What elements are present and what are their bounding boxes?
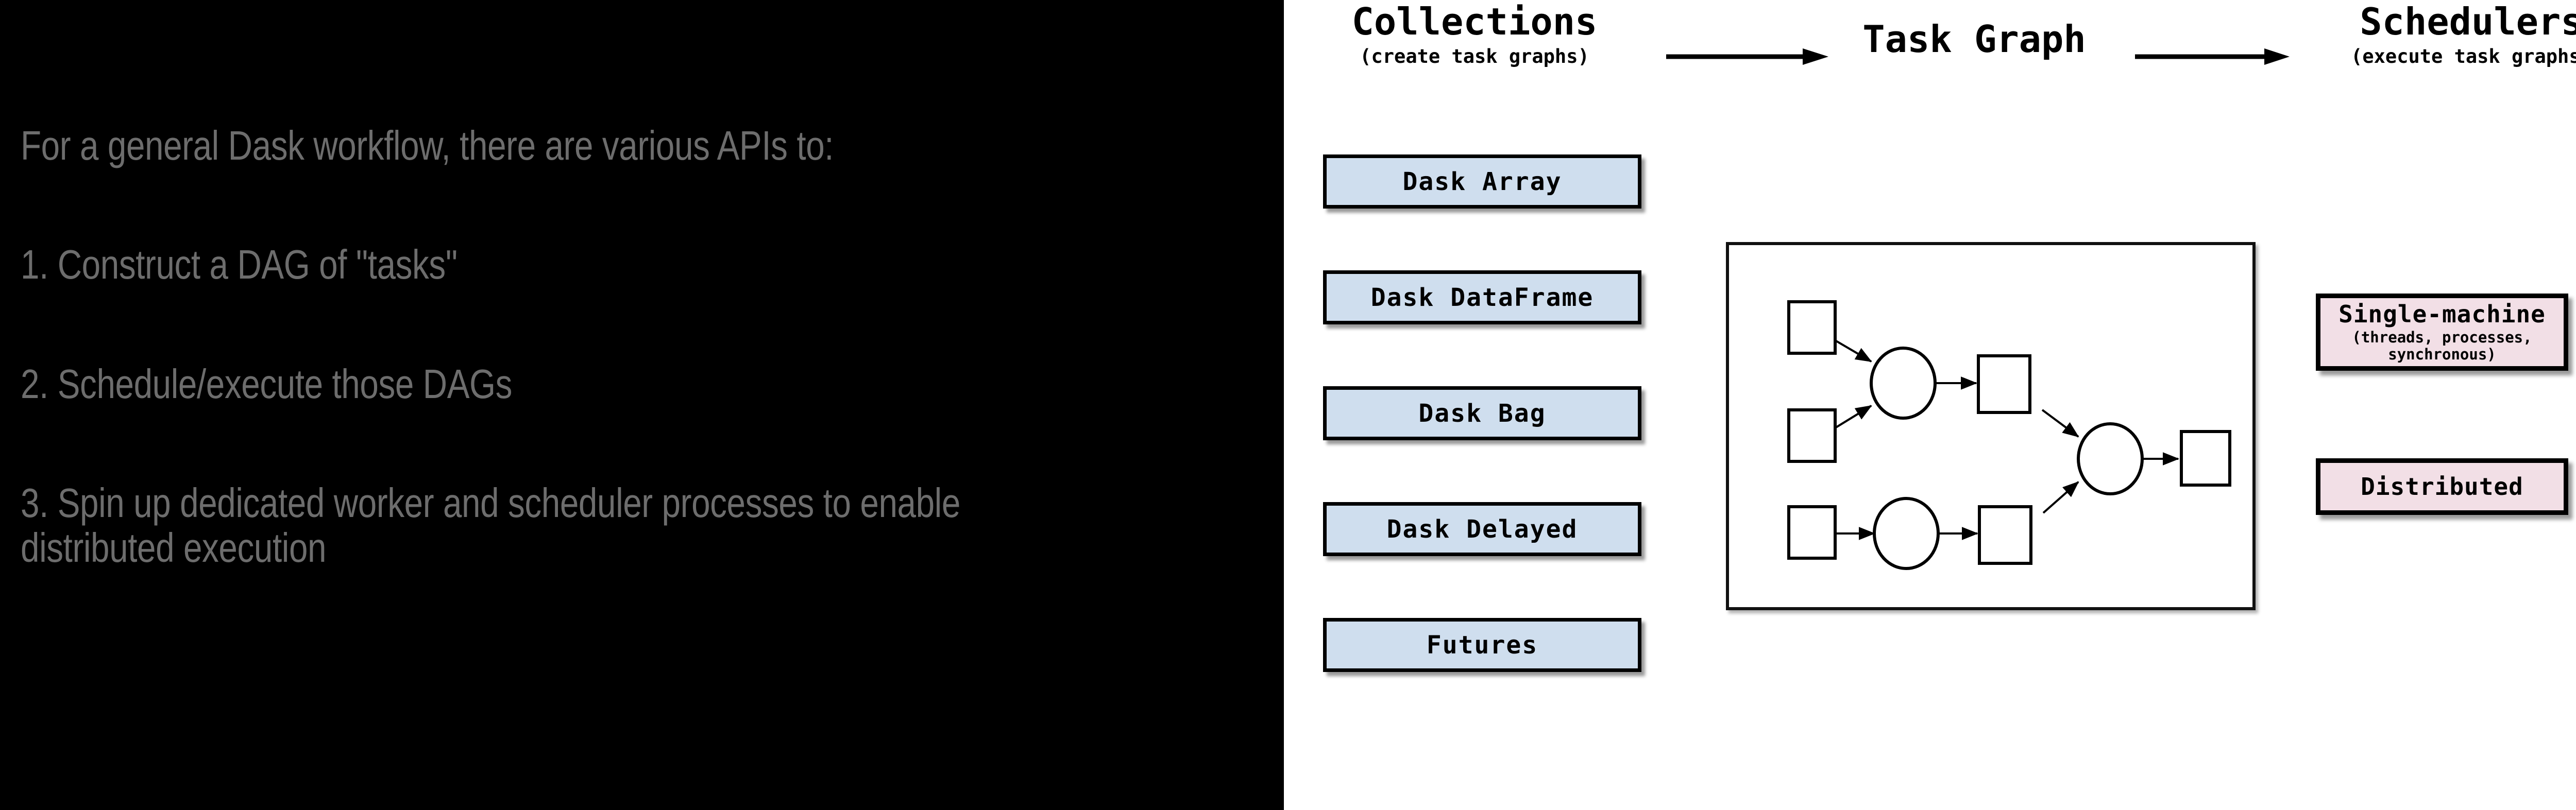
spacer — [21, 168, 1035, 243]
header-collections-subtitle: (create task graphs) — [1360, 45, 1589, 67]
collection-box-dask-array[interactable]: Dask Array — [1323, 154, 1641, 209]
header-task-graph: Task Graph — [1830, 21, 2119, 58]
header-task-graph-title: Task Graph — [1862, 18, 2086, 61]
scheduler-single-machine-title: Single-machine — [2338, 300, 2546, 328]
dag-node-mid1 — [1977, 354, 2031, 414]
header-collections: Collections (create task graphs) — [1294, 3, 1655, 66]
scheduler-single-machine-sub-2: synchronous) — [2388, 345, 2496, 363]
dag-node-in3 — [1787, 505, 1837, 560]
intro-line: For a general Dask workflow, there are v… — [21, 123, 834, 168]
dag-node-in1 — [1787, 300, 1837, 355]
dag-node-in2 — [1787, 408, 1837, 463]
spacer — [21, 287, 1035, 362]
collection-box-dask-delayed[interactable]: Dask Delayed — [1323, 502, 1641, 556]
collection-box-futures[interactable]: Futures — [1323, 618, 1641, 672]
header-schedulers-title: Schedulers — [2360, 0, 2576, 43]
collection-box-dask-bag[interactable]: Dask Bag — [1323, 386, 1641, 440]
header-schedulers: Schedulers (execute task graphs) — [2289, 3, 2576, 66]
list-item-2: 2. Schedule/execute those DAGs — [21, 360, 513, 407]
collection-box-dask-dataframe[interactable]: Dask DataFrame — [1323, 270, 1641, 324]
list-item-1: 1. Construct a DAG of "tasks" — [21, 242, 457, 288]
scheduler-box-distributed[interactable]: Distributed — [2316, 458, 2568, 515]
arrow-taskgraph-to-schedulers-icon — [2135, 46, 2290, 67]
task-graph-panel — [1726, 242, 2256, 610]
task-graph-dag — [1787, 300, 2231, 570]
dag-node-mid2 — [1978, 505, 2032, 565]
left-text-panel: For a general Dask workflow, there are v… — [0, 0, 1284, 810]
dag-node-out1 — [2180, 430, 2231, 487]
slide-body-text: For a general Dask workflow, there are v… — [21, 123, 1035, 571]
scheduler-single-machine-sub-1: (threads, processes, — [2352, 329, 2532, 347]
dask-architecture-diagram: Collections (create task graphs) Task Gr… — [1284, 0, 2576, 810]
dag-node-op1 — [1870, 347, 1937, 420]
scheduler-box-single-machine[interactable]: Single-machine (threads, processes, sync… — [2316, 294, 2568, 371]
dag-node-op2 — [1873, 497, 1940, 570]
spacer — [21, 406, 1035, 481]
scheduler-distributed-title: Distributed — [2361, 472, 2523, 501]
list-item-3: 3. Spin up dedicated worker and schedule… — [21, 480, 960, 571]
header-collections-title: Collections — [1351, 0, 1598, 43]
arrow-collections-to-taskgraph-icon — [1666, 46, 1828, 67]
header-schedulers-subtitle: (execute task graphs) — [2351, 45, 2576, 67]
dag-node-op3 — [2077, 422, 2144, 495]
